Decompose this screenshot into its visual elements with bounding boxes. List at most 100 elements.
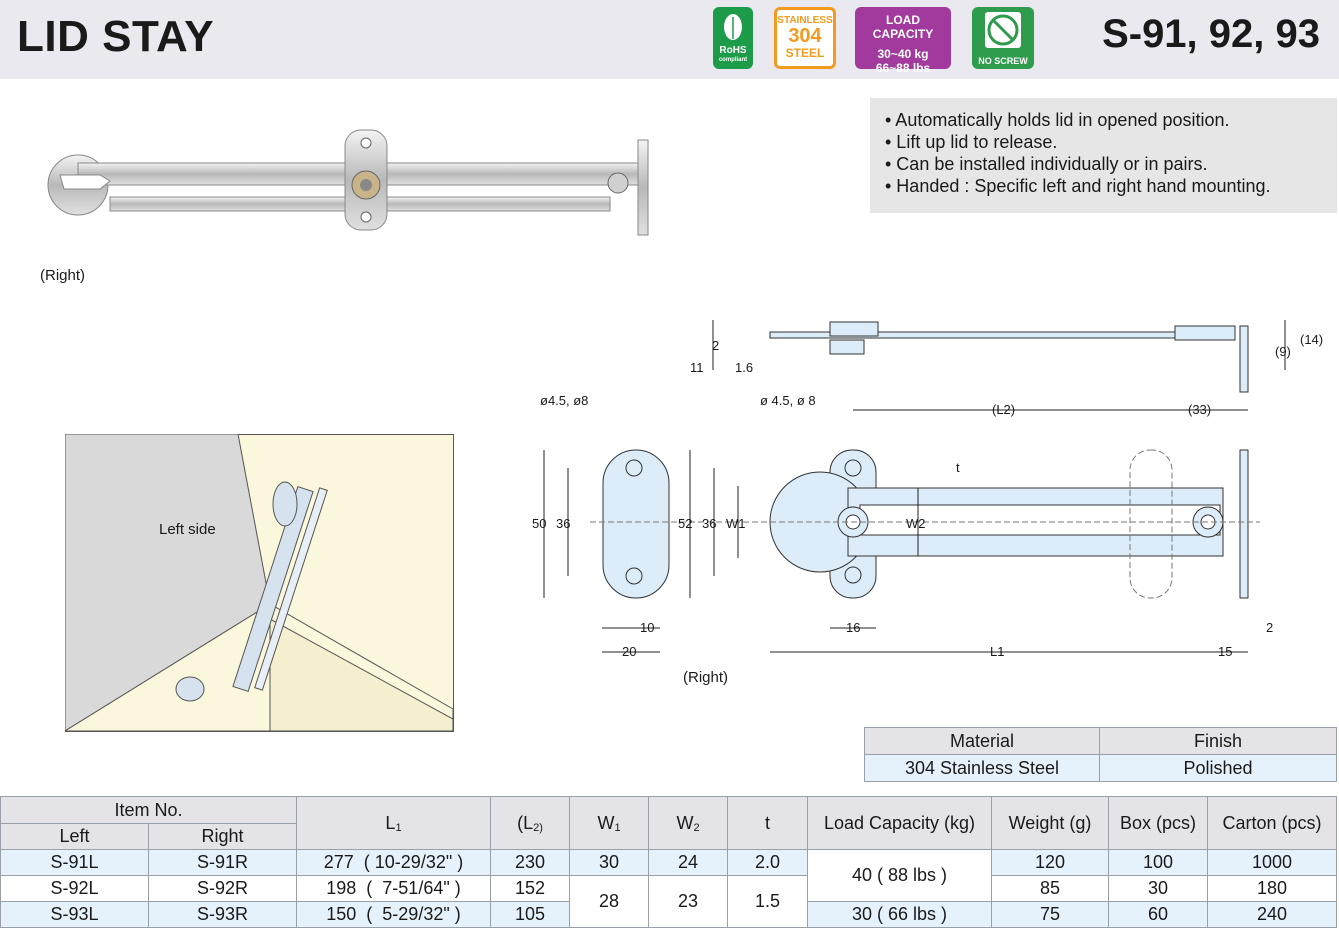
material-table: Material Finish 304 Stainless Steel Poli… [864, 727, 1337, 782]
dim-w2: W2 [906, 516, 926, 531]
rohs-sub: compliant [718, 57, 748, 63]
dim-52: 52 [678, 516, 692, 531]
cell-right: S-92R [148, 875, 297, 902]
dim-hole-right: ø 4.5, ø 8 [760, 393, 816, 408]
dim-w1: W1 [726, 516, 746, 531]
cell-l2: 152 [490, 875, 570, 902]
material-value: 304 Stainless Steel [864, 754, 1100, 782]
load-lbs: 66~88 lbs [875, 61, 931, 75]
finish-header: Finish [1099, 727, 1337, 755]
dim-2: 2 [1266, 620, 1273, 635]
finish-value: Polished [1099, 754, 1337, 782]
cell-carton: 240 [1207, 901, 1337, 928]
material-header: Material [864, 727, 1100, 755]
product-table: Item No. L1 (L2) W1 W2 t Load Capacity (… [0, 796, 1337, 928]
cell-l1: 150 ( 5-29/32" ) [296, 901, 491, 928]
model-number: S-91, 92, 93 [1102, 12, 1320, 56]
feature-item: • Handed : Specific left and right hand … [885, 176, 1271, 196]
feature-list: • Automatically holds lid in opened posi… [870, 98, 1337, 213]
technical-drawing: ø4.5, ø8 ø 4.5, ø 8 50 36 52 36 W1 W2 t … [532, 320, 1323, 659]
cell-right: S-91R [148, 849, 297, 876]
cell-w2: 24 [648, 849, 728, 876]
col-weight-header: Weight (g) [991, 796, 1109, 850]
dim-33: (33) [1188, 402, 1211, 417]
col-w2-header: W2 [648, 796, 728, 850]
cell-carton: 1000 [1207, 849, 1337, 876]
cell-load: 30 ( 66 lbs ) [807, 901, 992, 928]
right-header: Right [148, 823, 297, 850]
header-bar: LID STAY RoHS compliant STAINLESS 304 ST… [0, 0, 1339, 79]
col-carton-header: Carton (pcs) [1207, 796, 1337, 850]
cell-weight: 85 [991, 875, 1109, 902]
cell-box: 100 [1108, 849, 1208, 876]
dim-10: 10 [640, 620, 654, 635]
steel-mid: 304 [788, 25, 822, 47]
installation-illustration [65, 434, 454, 732]
feature-item: • Automatically holds lid in opened posi… [885, 110, 1230, 130]
cell-l1: 198 ( 7-51/64" ) [296, 875, 491, 902]
table-row: S-91L S-91R 277 ( 10-29/32" ) 230 30 24 … [0, 849, 1337, 902]
stainless-steel-badge: STAINLESS 304 STEEL [774, 7, 836, 69]
cell-w1: 30 [569, 849, 649, 876]
steel-top: STAINLESS [777, 15, 833, 26]
table-row: S-92L S-92R 198 ( 7-51/64" ) 152 28 23 1… [0, 875, 1337, 928]
cell-left: S-92L [0, 875, 149, 902]
cell-l1: 277 ( 10-29/32" ) [296, 849, 491, 876]
load-title: LOAD CAPACITY [872, 13, 934, 41]
col-w1-header: W1 [569, 796, 649, 850]
col-t-header: t [727, 796, 808, 850]
item-no-header: Item No. [0, 796, 297, 824]
noscrew-label: NO SCREW [978, 56, 1028, 66]
dim-11: 11 [690, 360, 704, 375]
cell-weight: 75 [991, 901, 1109, 928]
dim-16: 16 [846, 620, 860, 635]
cell-left: S-91L [0, 849, 149, 876]
rohs-label: RoHS [719, 45, 747, 56]
col-l2-header: (L2) [490, 796, 570, 850]
cell-l2: 105 [490, 901, 570, 928]
cell-carton: 180 [1207, 875, 1337, 902]
page-title: LID STAY [17, 12, 215, 61]
dim-20: 20 [622, 644, 636, 659]
col-load-header: Load Capacity (kg) [807, 796, 992, 850]
no-screw-badge: NO SCREW [972, 7, 1034, 69]
dim-36a: 36 [556, 516, 570, 531]
cell-load: 40 ( 88 lbs ) [807, 849, 992, 902]
feature-item: • Can be installed individually or in pa… [885, 154, 1208, 174]
dim-36b: 36 [702, 516, 716, 531]
cell-left: S-93L [0, 901, 149, 928]
cell-l2: 230 [490, 849, 570, 876]
dim-9: (9) [1275, 344, 1291, 359]
cell-box: 30 [1108, 875, 1208, 902]
feature-item: • Lift up lid to release. [885, 132, 1058, 152]
load-capacity-badge: LOAD CAPACITY 30~40 kg 66~88 lbs [855, 7, 951, 75]
dim-14: (14) [1300, 332, 1323, 347]
col-l1-header: L1 [296, 796, 491, 850]
illustration-label: Left side [159, 521, 216, 538]
photo-caption: (Right) [40, 267, 86, 284]
cell-weight: 120 [991, 849, 1109, 876]
dim-t: t [956, 460, 960, 475]
table-row: S-93L S-93R 150 ( 5-29/32" ) 105 30 ( 66… [0, 901, 1337, 928]
leaf-icon [724, 14, 742, 40]
product-photo [47, 129, 649, 236]
cell-w1: 28 [569, 875, 649, 928]
col-box-header: Box (pcs) [1108, 796, 1208, 850]
rohs-badge: RoHS compliant [713, 7, 753, 69]
cell-right: S-93R [148, 901, 297, 928]
left-header: Left [0, 823, 149, 850]
dim-hole-left: ø4.5, ø8 [540, 393, 588, 408]
steel-bot: STEEL [785, 46, 825, 60]
drawing-caption: (Right) [683, 669, 729, 686]
dim-2-side: 2 [712, 338, 719, 353]
dim-l1: L1 [990, 644, 1004, 659]
dim-l2: (L2) [992, 402, 1015, 417]
cell-t: 1.5 [727, 875, 808, 928]
cell-t: 2.0 [727, 849, 808, 876]
dim-15: 15 [1218, 644, 1232, 659]
dim-1-6: 1.6 [735, 360, 753, 375]
dim-50: 50 [532, 516, 546, 531]
no-screw-icon [985, 12, 1021, 48]
cell-w2: 23 [648, 875, 728, 928]
cell-box: 60 [1108, 901, 1208, 928]
